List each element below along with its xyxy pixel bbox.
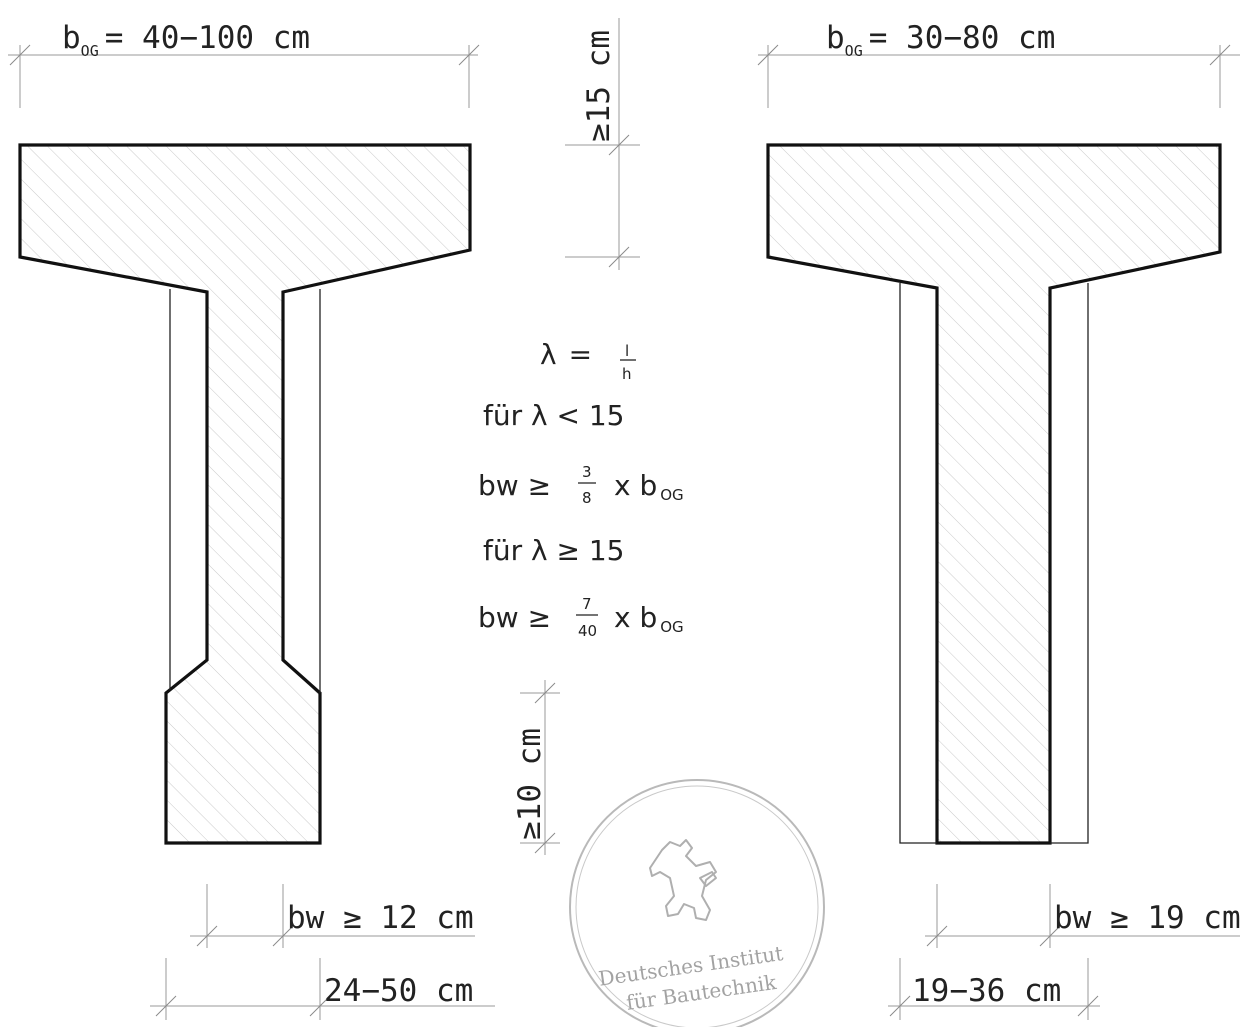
svg-text:x bOG: x bOG xyxy=(614,469,684,504)
right-web-label: bw ≥ 19 cm xyxy=(1054,900,1241,936)
svg-text:h: h xyxy=(622,365,632,383)
right-web-edge-right xyxy=(1050,283,1089,844)
left-beam-outline xyxy=(18,143,472,845)
left-bottom-dimension: 24−50 cm xyxy=(150,958,495,1020)
right-bottom-dimension: 19−36 cm xyxy=(888,958,1100,1020)
left-web-label: bw ≥ 12 cm xyxy=(287,900,474,936)
svg-text:bOG= 40−100 cm: bOG= 40−100 cm xyxy=(62,20,310,60)
svg-text:40: 40 xyxy=(578,622,597,640)
bulb-height-dimension: ≥10 cm xyxy=(512,680,560,855)
bear-emblem-icon xyxy=(649,839,717,921)
svg-text:bw ≥: bw ≥ xyxy=(478,469,551,502)
svg-text:8: 8 xyxy=(582,489,592,507)
right-top-dimension: bOG= 30−80 cm xyxy=(757,20,1240,108)
right-web-edge-left xyxy=(899,283,937,844)
svg-text:x bOG: x bOG xyxy=(614,601,684,636)
right-section: bOG= 30−80 cm bw ≥ 19 cm 19−36 cm xyxy=(757,20,1241,1020)
left-top-dimension: bOG= 40−100 cm xyxy=(8,20,480,108)
left-web-dimension: bw ≥ 12 cm xyxy=(190,884,475,948)
svg-text:λ=: λ= xyxy=(540,338,592,371)
right-web-dimension: bw ≥ 19 cm xyxy=(925,884,1241,948)
flange-thickness-label: ≥15 cm xyxy=(581,30,617,142)
svg-text:bOG= 30−80 cm: bOG= 30−80 cm xyxy=(826,20,1055,60)
right-beam-outline xyxy=(766,143,1222,845)
svg-text:für λ ≥ 15: für λ ≥ 15 xyxy=(483,534,624,567)
flange-thickness-dimension: ≥15 cm xyxy=(565,18,640,270)
approval-seal: Deutsches Institut für Bautechnik xyxy=(569,779,825,1027)
svg-text:3: 3 xyxy=(582,463,592,481)
svg-text:bw ≥: bw ≥ xyxy=(478,601,551,634)
right-bottom-label: 19−36 cm xyxy=(912,973,1061,1009)
svg-text:l: l xyxy=(625,342,629,360)
bulb-height-label: ≥10 cm xyxy=(512,728,548,840)
left-bottom-label: 24−50 cm xyxy=(324,973,473,1009)
left-section: bOG= 40−100 cm bw ≥ 12 cm 24−50 cm xyxy=(8,20,495,1020)
svg-text:für λ < 15: für λ < 15 xyxy=(483,399,624,432)
svg-text:7: 7 xyxy=(582,595,592,613)
